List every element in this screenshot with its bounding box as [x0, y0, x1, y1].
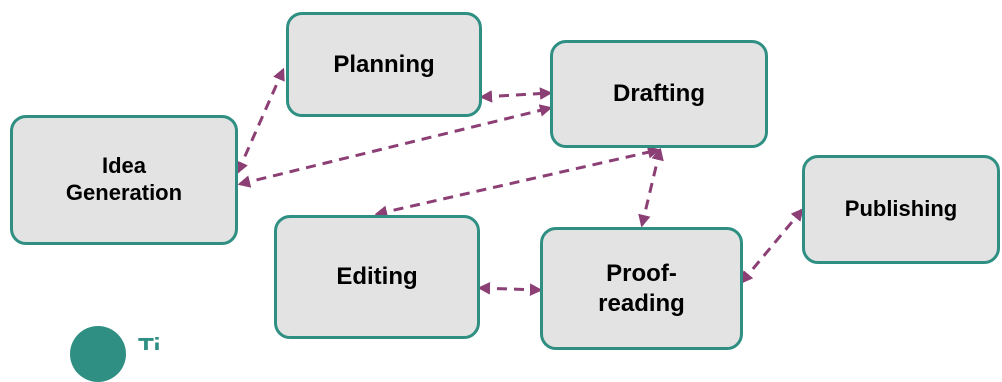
connector-planning-drafting [479, 87, 553, 103]
writing-process-diagram: Idea Generation Planning Drafting Editin… [10, 12, 1000, 382]
node-editing-label: Editing [336, 263, 418, 291]
connector-idea-generation-drafting [237, 104, 553, 188]
node-idea-generation: Idea Generation [10, 115, 238, 245]
node-idea-generation-label: Idea Generation [65, 153, 183, 205]
connector-idea-generation-planning [236, 67, 285, 175]
node-proofreading-label: Proof- reading [598, 260, 685, 317]
node-drafting: Drafting [550, 40, 768, 148]
node-proofreading: Proof- reading [540, 227, 743, 350]
node-publishing: Publishing [802, 155, 1000, 264]
node-planning-label: Planning [333, 50, 435, 78]
connector-drafting-proofreading [638, 147, 664, 228]
logo-wordmark: Ti [138, 334, 196, 350]
connector-proofreading-publishing [740, 208, 804, 284]
node-publishing-label: Publishing [844, 196, 958, 222]
node-editing: Editing [274, 215, 480, 339]
logo-circle [70, 326, 126, 382]
logo-partial-text: Ti [138, 334, 161, 350]
node-drafting-label: Drafting [613, 80, 705, 108]
connector-drafting-editing [374, 146, 661, 218]
connector-editing-proofreading [477, 282, 543, 296]
node-planning: Planning [286, 12, 482, 117]
